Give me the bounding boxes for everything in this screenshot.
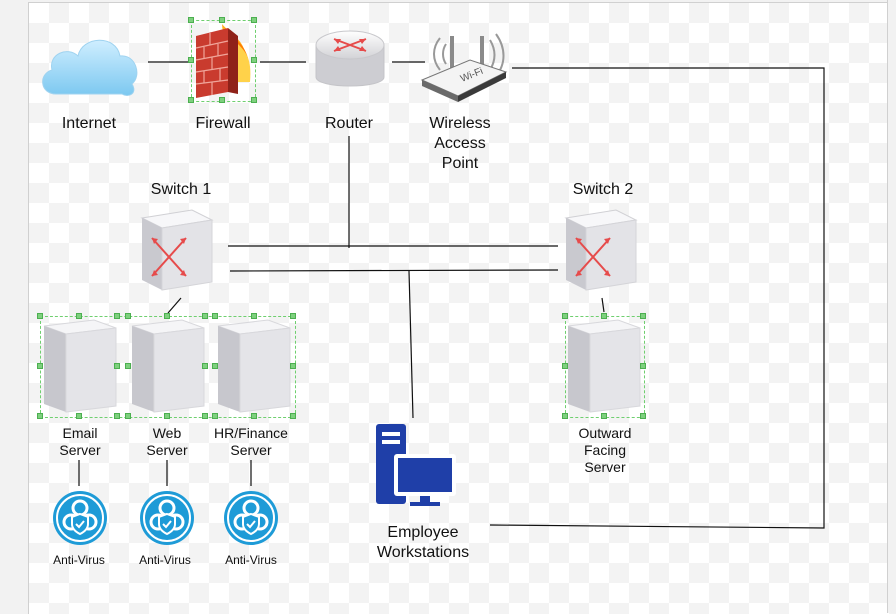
workstations-label: Employee Workstations: [376, 524, 470, 561]
antivirus-shield-icon: [53, 491, 107, 545]
link-switch2-outward: [601, 297, 605, 313]
router-label: Router: [324, 115, 374, 132]
switch1-node[interactable]: [140, 208, 216, 297]
link-wap-workstations: [489, 67, 825, 529]
email-server-label: Email Server: [59, 425, 101, 458]
wireless-access-point-icon: Wi-Fi: [420, 33, 508, 102]
link-to-workstations: [408, 270, 414, 419]
server-icon: [43, 319, 117, 413]
antivirus-web-node[interactable]: [138, 488, 196, 553]
antivirus-email-node[interactable]: [51, 488, 109, 553]
cloud-icon: [42, 39, 138, 97]
firewall-icon: [195, 24, 251, 98]
web-server-label: Web Server: [146, 425, 188, 458]
email-server-node[interactable]: [42, 318, 118, 419]
canvas-edge: [887, 0, 896, 613]
internet-label: Internet: [61, 115, 117, 132]
server-icon: [217, 319, 291, 413]
firewall-node[interactable]: [192, 22, 254, 105]
server-icon: [131, 319, 205, 413]
router-icon: [315, 30, 385, 87]
workstation-icon: [376, 424, 456, 506]
outward-server-label: Outward Facing Server: [578, 425, 632, 475]
antivirus-shield-icon: [140, 491, 194, 545]
switch-icon: [140, 209, 214, 291]
switch2-node[interactable]: [564, 208, 640, 297]
hr-server-label: HR/Finance Server: [214, 425, 288, 458]
switch1-label: Switch 1: [150, 181, 212, 198]
switch-icon: [564, 209, 638, 291]
antivirus-hr-node[interactable]: [222, 488, 280, 553]
antivirus-email-label: Anti-Virus: [53, 553, 105, 567]
wap-label: Wireless Access Point: [429, 115, 491, 172]
wap-node[interactable]: Wi-Fi: [418, 26, 510, 111]
link-switch1-switch2-bottom: [229, 269, 559, 272]
antivirus-web-label: Anti-Virus: [139, 553, 191, 567]
antivirus-hr-label: Anti-Virus: [225, 553, 277, 567]
workstations-node[interactable]: [370, 420, 460, 515]
firewall-label: Firewall: [195, 115, 251, 132]
outward-server-node[interactable]: [566, 318, 642, 419]
internet-node[interactable]: [38, 28, 140, 107]
router-node[interactable]: [312, 25, 388, 106]
web-server-node[interactable]: [130, 318, 206, 419]
antivirus-shield-icon: [224, 491, 278, 545]
link-switch1-web: [167, 297, 182, 314]
server-icon: [567, 319, 641, 413]
switch2-label: Switch 2: [572, 181, 634, 198]
hr-server-node[interactable]: [216, 318, 292, 419]
